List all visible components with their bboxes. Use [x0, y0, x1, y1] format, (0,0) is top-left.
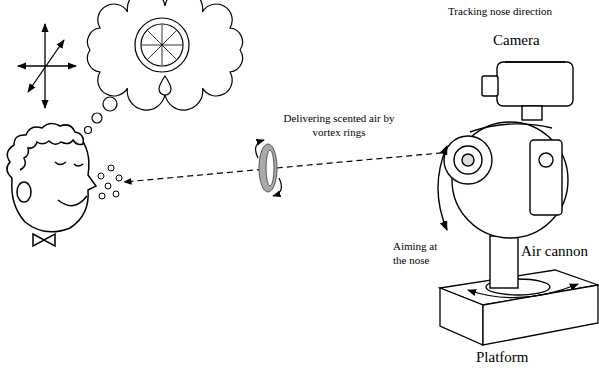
segment-line	[162, 25, 163, 45]
label-text: Platform	[476, 348, 556, 367]
label-text: Delivering scented air by vortex rings	[280, 112, 398, 140]
cloud-outline	[87, 0, 242, 110]
camera-lens	[482, 76, 498, 96]
camera-edge	[505, 61, 565, 62]
body-rim	[470, 124, 552, 132]
segment-line	[162, 31, 176, 45]
swirl-arrow	[256, 140, 264, 158]
motion-arrows	[18, 24, 76, 108]
segment-line	[162, 45, 182, 46]
camera-box	[497, 62, 573, 106]
eye	[74, 164, 83, 166]
nozzle	[444, 136, 492, 184]
bubble	[85, 127, 92, 134]
fruit-slice	[135, 18, 189, 72]
segment-line	[162, 45, 176, 59]
delivery-arrow	[124, 151, 462, 182]
ring-inner	[266, 150, 274, 186]
segment-line	[148, 45, 162, 59]
particle	[105, 183, 111, 189]
thought-bubble	[85, 0, 243, 134]
stand	[490, 236, 518, 288]
cannon-panel	[530, 140, 562, 215]
eye	[55, 162, 66, 165]
particle	[99, 193, 105, 199]
pan-arrow	[468, 284, 578, 298]
ring-outer	[259, 144, 277, 192]
mouth	[58, 196, 87, 206]
fruit-flesh	[141, 24, 183, 66]
bow-tie	[33, 234, 55, 246]
platform-side	[440, 288, 483, 345]
platform	[440, 270, 598, 345]
arrow	[28, 40, 64, 92]
particle	[98, 173, 104, 179]
bubble	[103, 97, 117, 111]
particle	[108, 165, 114, 171]
ear	[17, 182, 31, 202]
fruit-segments	[142, 25, 182, 65]
panel-knob	[539, 153, 553, 167]
particle	[113, 191, 119, 197]
vortex-ring	[256, 140, 282, 196]
label-text: Camera	[493, 31, 573, 50]
tilt-arrow	[438, 146, 447, 230]
juice-drop	[159, 76, 171, 95]
segment-line	[148, 31, 162, 45]
bubble	[92, 113, 102, 123]
segment-line	[142, 45, 162, 46]
nozzle-inner	[454, 146, 482, 174]
segment-line	[162, 45, 163, 65]
hair	[7, 123, 83, 178]
label-text: Air cannon	[521, 242, 597, 261]
swirl-arrow	[273, 178, 281, 196]
person-head	[7, 123, 96, 246]
scent-particles	[98, 165, 122, 199]
nozzle-hole	[462, 154, 474, 166]
camera-mount	[522, 106, 542, 120]
label-text: Aiming at the nose	[393, 240, 447, 268]
label-text: Tracking nose direction	[448, 5, 588, 19]
particle	[116, 175, 122, 181]
